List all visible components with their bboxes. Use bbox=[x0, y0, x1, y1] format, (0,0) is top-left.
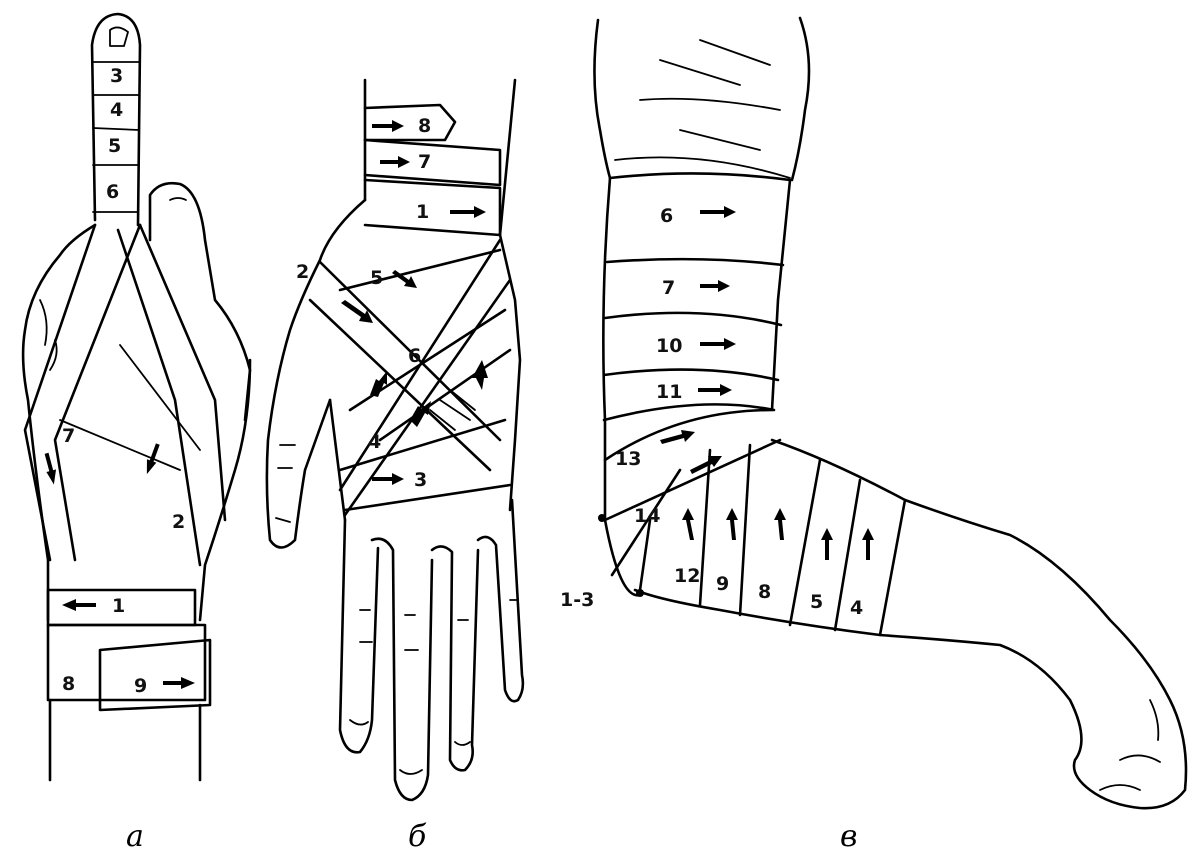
panel-b-turn-3: 3 bbox=[414, 469, 427, 491]
panel-v-upper-turns bbox=[604, 173, 790, 420]
panel-b-band-8 bbox=[365, 105, 455, 140]
panel-v-turn-5: 5 bbox=[810, 591, 823, 613]
panel-v-turn-7: 7 bbox=[662, 277, 675, 299]
panel-v-turn-13: 13 bbox=[615, 448, 641, 470]
panel-v-drawing bbox=[594, 18, 1186, 808]
panel-a-turn-2: 2 bbox=[172, 511, 185, 533]
panel-a-turn-5: 5 bbox=[108, 135, 121, 157]
panel-a-turn-1: 1 bbox=[112, 595, 125, 617]
panel-b-turn-7: 7 bbox=[418, 151, 431, 173]
panel-a-thumb-outline bbox=[150, 183, 250, 420]
panel-a-numbers: 3 4 5 6 7 2 1 8 9 bbox=[62, 65, 185, 697]
panel-a-turn-6: 6 bbox=[106, 181, 119, 203]
panel-a-turn-7: 7 bbox=[62, 425, 75, 447]
panel-a-caption: а bbox=[126, 819, 144, 854]
panel-a-turn-4: 4 bbox=[110, 99, 123, 121]
panel-b-strip-2 bbox=[310, 262, 500, 470]
panel-v-turn-11: 11 bbox=[656, 381, 682, 403]
panel-b-turn-5: 5 bbox=[370, 267, 383, 289]
panel-a-hand-outline bbox=[23, 225, 95, 620]
panel-b-drawing bbox=[267, 80, 523, 800]
panel-v-turn-8: 8 bbox=[758, 581, 771, 603]
panel-b-forearm-outline bbox=[365, 80, 515, 235]
panel-b-turn-8: 8 bbox=[418, 115, 431, 137]
panel-v-turn-4: 4 bbox=[850, 597, 863, 619]
panel-a-turn-9: 9 bbox=[134, 675, 147, 697]
panel-b-band-1 bbox=[365, 180, 500, 235]
panel-a-drawing bbox=[23, 14, 250, 780]
panel-v-turn-14: 14 bbox=[634, 505, 660, 527]
panel-v-turn-9: 9 bbox=[716, 573, 729, 595]
panel-v-turn-10: 10 bbox=[656, 335, 682, 357]
panel-v-caption: в bbox=[840, 819, 857, 854]
panel-a-turn-8: 8 bbox=[62, 673, 75, 695]
panel-b-caption: б bbox=[408, 819, 427, 854]
panel-b-fingers bbox=[340, 500, 523, 800]
panel-b-thumb-outline bbox=[267, 200, 365, 548]
panel-b-turn-4: 4 bbox=[368, 431, 381, 453]
panel-b-turn-2: 2 bbox=[296, 261, 309, 283]
panel-b-turn-1: 1 bbox=[416, 201, 429, 223]
panel-v-turn-6: 6 bbox=[660, 205, 673, 227]
panel-b-turn-6: 6 bbox=[408, 345, 421, 367]
panel-v-turn-12: 12 bbox=[674, 565, 700, 587]
panel-v-turn-1-3: 1-3 bbox=[560, 589, 594, 611]
panel-a-turn-3: 3 bbox=[110, 65, 123, 87]
panel-a-fingernail bbox=[110, 27, 128, 46]
panel-v-forearm-outline bbox=[635, 440, 1186, 808]
